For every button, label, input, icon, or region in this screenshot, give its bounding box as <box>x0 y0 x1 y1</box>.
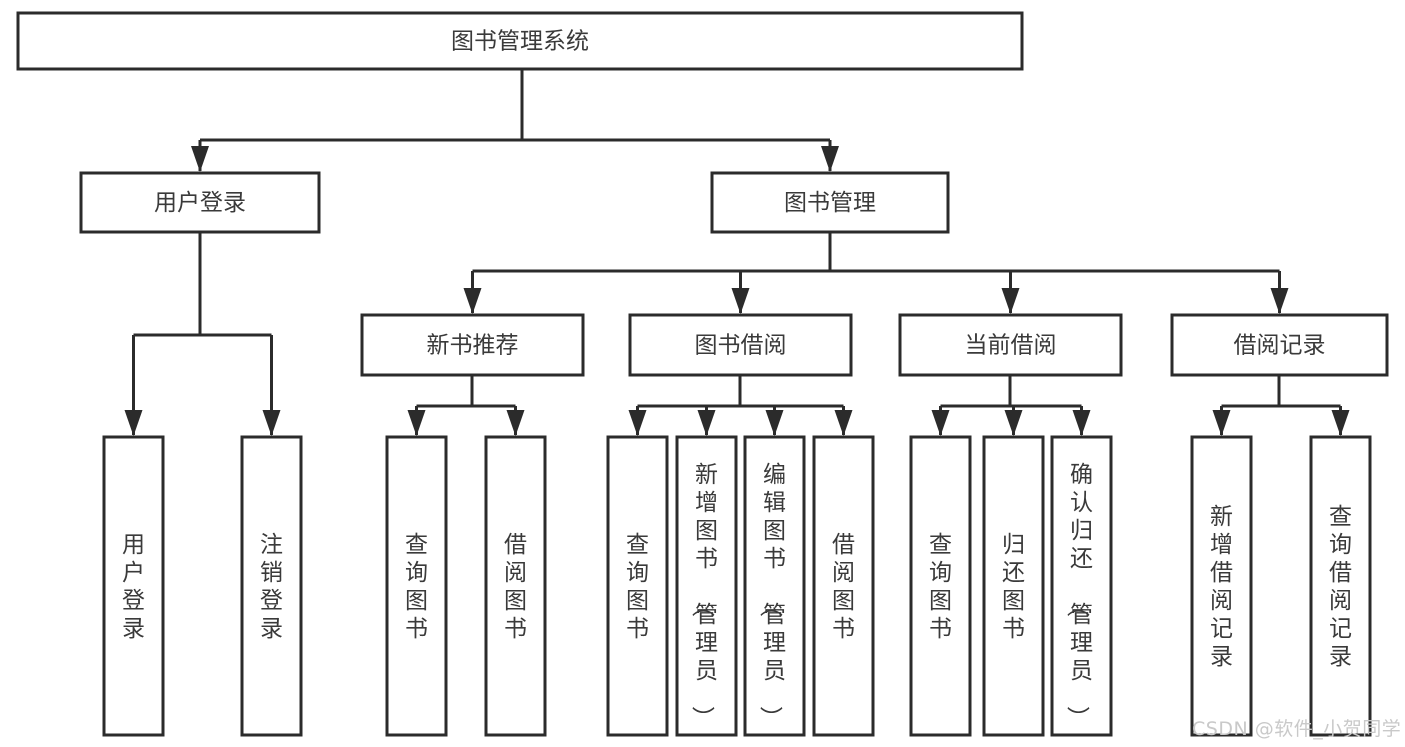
node-leaf-add-record[interactable]: 新增借阅记录 <box>1190 435 1253 737</box>
node-box-borrow-record <box>1170 313 1389 377</box>
arrow-head-icon <box>1072 410 1091 436</box>
node-user-login[interactable]: 用户登录 <box>79 171 321 234</box>
node-box-user-login <box>79 171 321 234</box>
node-leaf-logout[interactable]: 注销登录 <box>240 435 303 737</box>
arrow-head-icon <box>1270 288 1289 314</box>
node-leaf-query-record[interactable]: 查询借阅记录 <box>1309 435 1372 737</box>
node-label-leaf-user-login: 用户登录 <box>122 532 145 642</box>
node-box-current-borrow <box>898 313 1123 377</box>
node-label-leaf-logout: 注销登录 <box>260 532 283 642</box>
node-box-leaf-query-book-1 <box>385 435 448 737</box>
node-leaf-add-book[interactable]: 新增图书（管理员） <box>675 435 738 737</box>
node-box-book-borrow <box>628 313 853 377</box>
arrow-head-icon <box>1331 410 1350 436</box>
node-label-book-manage: 图书管理 <box>784 190 876 216</box>
node-label-root: 图书管理系统 <box>451 29 589 55</box>
node-label-user-login: 用户登录 <box>154 190 246 216</box>
node-box-book-manage <box>710 171 950 234</box>
nodes-layer: 图书管理系统用户登录图书管理新书推荐图书借阅当前借阅借阅记录用户登录注销登录查询… <box>16 11 1389 737</box>
node-box-leaf-borrow-book-1 <box>484 435 547 737</box>
node-leaf-return-book[interactable]: 归还图书 <box>982 435 1045 737</box>
node-box-leaf-query-book-3 <box>909 435 972 737</box>
watermark: CSDN @软件_小贺同学 <box>1192 718 1402 740</box>
arrow-head-icon <box>463 288 482 314</box>
node-box-leaf-edit-book <box>743 435 806 737</box>
node-leaf-query-book-2[interactable]: 查询图书 <box>606 435 669 737</box>
node-leaf-confirm-return[interactable]: 确认归还（管理员） <box>1050 435 1113 737</box>
arrow-head-icon <box>1212 410 1231 436</box>
node-label-leaf-confirm-return: 确认归还（管理员） <box>1064 462 1093 729</box>
node-current-borrow[interactable]: 当前借阅 <box>898 313 1123 377</box>
node-leaf-borrow-book-2[interactable]: 借阅图书 <box>812 435 875 737</box>
arrow-head-icon <box>262 410 281 436</box>
node-box-leaf-add-record <box>1190 435 1253 737</box>
node-label-leaf-add-record: 新增借阅记录 <box>1210 504 1233 670</box>
node-box-leaf-logout <box>240 435 303 737</box>
node-borrow-record[interactable]: 借阅记录 <box>1170 313 1389 377</box>
node-label-leaf-query-record: 查询借阅记录 <box>1329 504 1352 670</box>
node-box-leaf-query-book-2 <box>606 435 669 737</box>
node-new-book-rec[interactable]: 新书推荐 <box>360 313 585 377</box>
node-label-current-borrow: 当前借阅 <box>965 333 1057 359</box>
arrow-head-icon <box>821 146 839 172</box>
node-label-leaf-borrow-book-1: 借阅图书 <box>504 532 527 642</box>
arrow-head-icon <box>731 288 750 314</box>
node-box-leaf-borrow-book-2 <box>812 435 875 737</box>
arrow-head-icon <box>1001 288 1020 314</box>
arrow-head-icon <box>124 410 143 436</box>
node-leaf-user-login[interactable]: 用户登录 <box>102 435 165 737</box>
arrow-head-icon <box>506 410 525 436</box>
node-leaf-borrow-book-1[interactable]: 借阅图书 <box>484 435 547 737</box>
node-box-leaf-query-record <box>1309 435 1372 737</box>
node-leaf-query-book-3[interactable]: 查询图书 <box>909 435 972 737</box>
node-book-borrow[interactable]: 图书借阅 <box>628 313 853 377</box>
node-label-leaf-query-book-1: 查询图书 <box>405 532 428 642</box>
arrow-head-icon <box>191 146 209 172</box>
connectors-layer <box>124 69 1350 436</box>
node-box-new-book-rec <box>360 313 585 377</box>
node-label-leaf-query-book-3: 查询图书 <box>929 532 952 642</box>
node-box-leaf-return-book <box>982 435 1045 737</box>
node-label-borrow-record: 借阅记录 <box>1234 333 1326 359</box>
node-root[interactable]: 图书管理系统 <box>16 11 1024 71</box>
node-box-leaf-add-book <box>675 435 738 737</box>
node-label-book-borrow: 图书借阅 <box>695 333 787 359</box>
arrow-head-icon <box>931 410 950 436</box>
node-box-leaf-confirm-return <box>1050 435 1113 737</box>
node-book-manage[interactable]: 图书管理 <box>710 171 950 234</box>
arrow-head-icon <box>765 410 784 436</box>
arrow-head-icon <box>697 410 716 436</box>
node-label-leaf-query-book-2: 查询图书 <box>626 532 649 642</box>
node-leaf-query-book-1[interactable]: 查询图书 <box>385 435 448 737</box>
node-label-leaf-add-book: 新增图书（管理员） <box>689 462 718 729</box>
node-label-leaf-return-book: 归还图书 <box>1002 532 1025 642</box>
node-label-leaf-edit-book: 编辑图书（管理员） <box>757 462 786 729</box>
arrow-head-icon <box>834 410 853 436</box>
node-leaf-edit-book[interactable]: 编辑图书（管理员） <box>743 435 806 737</box>
arrow-head-icon <box>1004 410 1023 436</box>
node-box-root <box>16 11 1024 71</box>
node-label-new-book-rec: 新书推荐 <box>427 333 519 359</box>
arrow-head-icon <box>407 410 426 436</box>
node-label-leaf-borrow-book-2: 借阅图书 <box>832 532 855 642</box>
arrow-head-icon <box>628 410 647 436</box>
node-box-leaf-user-login <box>102 435 165 737</box>
